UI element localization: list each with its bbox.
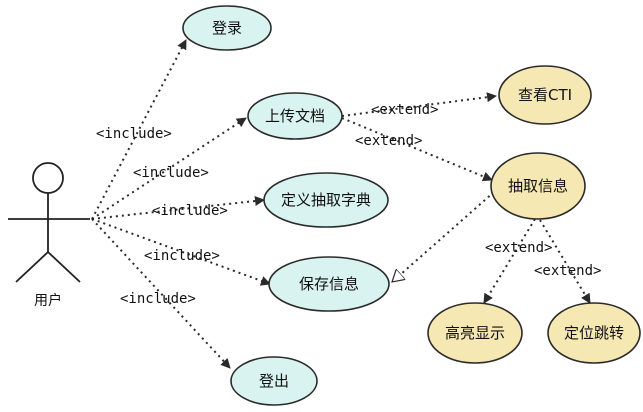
label-include-login: <include>: [96, 126, 172, 142]
use-case-define-dict[interactable]: 定义抽取字典: [263, 172, 389, 228]
actor-head: [32, 162, 64, 194]
edge-extend-highlight: [483, 218, 536, 304]
label-include-upload: <include>: [133, 165, 209, 181]
use-case-logout-label: 登出: [259, 372, 289, 390]
use-case-locate-jump-label: 定位跳转: [564, 324, 624, 342]
use-case-locate-jump[interactable]: 定位跳转: [547, 302, 641, 364]
edge-generalization-save: [392, 191, 495, 282]
use-case-view-cti[interactable]: 查看CTI: [498, 65, 592, 125]
use-case-extract-label: 抽取信息: [508, 177, 568, 195]
label-include-define-dict: <include>: [152, 203, 228, 219]
label-extend-view-cti: <extend>: [371, 102, 438, 118]
use-case-login-label: 登录: [212, 19, 242, 37]
extend-edges: [341, 92, 591, 304]
edge-include-define-dict: [91, 196, 265, 220]
label-include-logout: <include>: [120, 291, 196, 307]
actor-right-leg: [47, 251, 81, 283]
use-case-upload-label: 上传文档: [265, 107, 325, 125]
label-include-save: <include>: [144, 248, 220, 264]
use-case-login[interactable]: 登录: [182, 5, 272, 51]
label-extend-highlight: <extend>: [485, 240, 552, 256]
edge-include-login: [91, 39, 187, 220]
edge-include-logout: [91, 218, 231, 369]
use-case-upload[interactable]: 上传文档: [247, 92, 343, 140]
edge-extend-locate-jump: [539, 219, 591, 304]
use-case-save[interactable]: 保存信息: [268, 256, 390, 312]
use-case-extract[interactable]: 抽取信息: [490, 152, 586, 220]
include-edges: [91, 39, 271, 369]
use-case-logout[interactable]: 登出: [230, 356, 318, 406]
use-case-define-dict-label: 定义抽取字典: [281, 191, 371, 209]
edge-extend-extract: [341, 117, 493, 182]
use-case-highlight[interactable]: 高亮显示: [427, 302, 523, 364]
actor-label: 用户: [34, 292, 62, 309]
actor-left-leg: [15, 251, 49, 283]
edge-include-upload: [91, 117, 247, 220]
label-extend-locate-jump: <extend>: [534, 263, 601, 279]
label-extend-extract: <extend>: [355, 133, 422, 149]
actor-user: 用户: [8, 162, 90, 309]
edge-extend-view-cti: [341, 92, 497, 117]
use-case-highlight-label: 高亮显示: [445, 324, 505, 342]
edge-include-save: [91, 218, 271, 286]
use-case-view-cti-label: 查看CTI: [518, 86, 572, 104]
use-case-save-label: 保存信息: [299, 275, 359, 293]
